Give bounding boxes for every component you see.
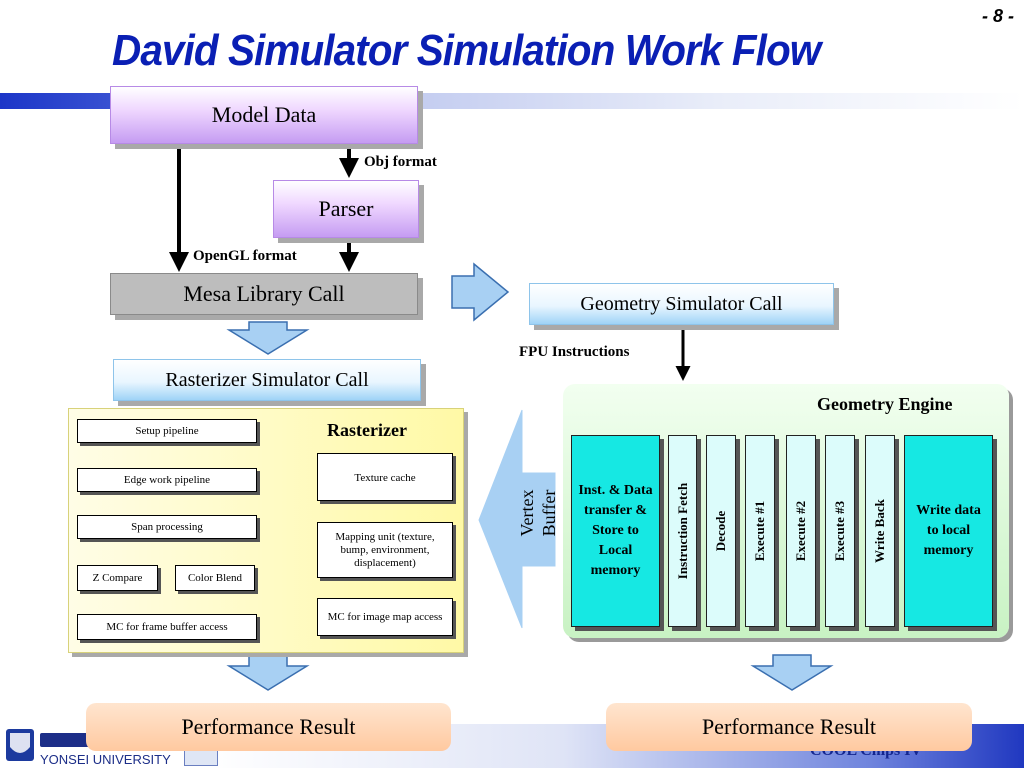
inst-data-transfer-text: Inst. & Data transfer & Store to Local m…: [578, 483, 653, 578]
model-data-box: Model Data: [110, 86, 418, 144]
write-local-memory-text: Write data to local memory: [916, 503, 981, 558]
decode-text: Decode: [713, 510, 728, 552]
university-name: YONSEI UNIVERSITY: [40, 752, 171, 767]
texture-cache-box: Texture cache: [317, 453, 453, 501]
mapping-unit-box: Mapping unit (texture, bump, environment…: [317, 522, 453, 578]
setup-pipeline-box: Setup pipeline: [77, 419, 257, 443]
opengl-format-label: OpenGL format: [193, 248, 297, 264]
instruction-fetch-stage: Instruction Fetch: [668, 435, 697, 627]
page-title: David Simulator Simulation Work Flow: [112, 26, 821, 75]
color-blend-box: Color Blend: [175, 565, 255, 591]
span-processing-box: Span processing: [77, 515, 257, 539]
performance-result-right: Performance Result: [606, 703, 972, 751]
execute3-stage: Execute #3: [825, 435, 855, 627]
z-compare-box: Z Compare: [77, 565, 158, 591]
obj-format-label: Obj format: [364, 154, 437, 170]
mesa-library-call-box: Mesa Library Call: [110, 273, 418, 315]
execute2-text: Execute #2: [793, 500, 808, 562]
university-logo-hangul-icon: [40, 733, 94, 747]
rasterizer-simulator-call-box: Rasterizer Simulator Call: [113, 359, 421, 401]
page-number: - 8 -: [981, 6, 1014, 26]
shield-icon: [10, 733, 30, 753]
decode-stage: Decode: [706, 435, 736, 627]
vertex-buffer-line1: Vertex: [517, 489, 537, 537]
performance-result-left: Performance Result: [86, 703, 451, 751]
geometry-simulator-call-box: Geometry Simulator Call: [529, 283, 834, 325]
execute1-text: Execute #1: [752, 500, 767, 562]
write-back-stage: Write Back: [865, 435, 895, 627]
rasterizer-title: Rasterizer: [327, 420, 407, 440]
mc-image-map-box: MC for image map access: [317, 598, 453, 636]
execute3-text: Execute #3: [832, 500, 847, 562]
university-emblem-icon: [6, 729, 34, 761]
mc-frame-buffer-box: MC for frame buffer access: [77, 614, 257, 640]
write-back-text: Write Back: [872, 499, 887, 563]
vertex-buffer-line2: Buffer: [539, 489, 559, 537]
parser-box: Parser: [273, 180, 419, 238]
inst-data-transfer-stage: Inst. & Data transfer & Store to Local m…: [571, 435, 660, 627]
fpu-instructions-label: FPU Instructions: [519, 344, 630, 360]
vertex-buffer-label: Vertex Buffer: [516, 473, 560, 553]
geometry-engine-title: Geometry Engine: [817, 394, 953, 414]
execute2-stage: Execute #2: [786, 435, 816, 627]
write-local-memory-stage: Write data to local memory: [904, 435, 993, 627]
edge-work-pipeline-box: Edge work pipeline: [77, 468, 257, 492]
execute1-stage: Execute #1: [745, 435, 775, 627]
instruction-fetch-text: Instruction Fetch: [674, 482, 690, 580]
